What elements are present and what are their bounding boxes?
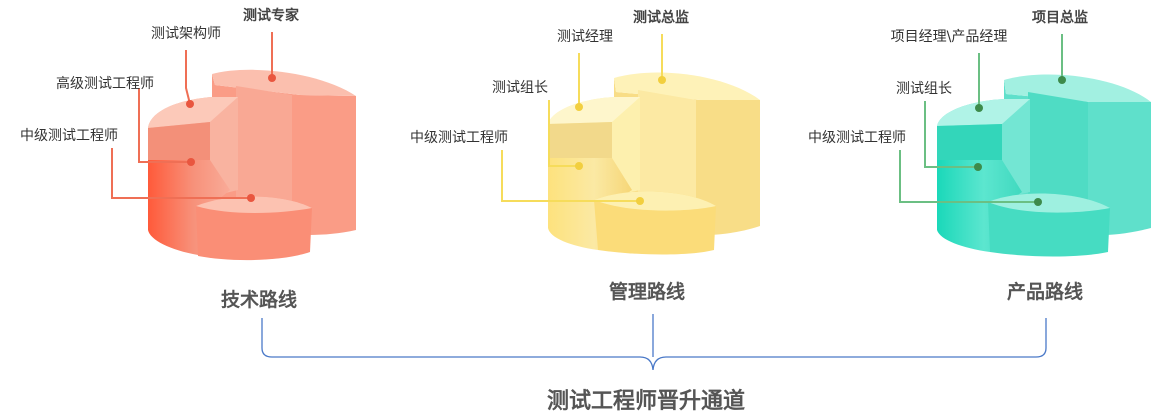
bottom-brace bbox=[261, 318, 1047, 371]
role-marker-dot bbox=[268, 74, 276, 82]
role-label: 中级测试工程师 bbox=[410, 130, 508, 146]
role-marker-dot bbox=[575, 162, 583, 170]
role-label: 测试架构师 bbox=[151, 26, 221, 42]
role-marker-dot bbox=[974, 163, 982, 171]
path-management bbox=[548, 72, 760, 255]
role-marker-dot bbox=[186, 100, 194, 108]
role-marker-dot bbox=[1034, 198, 1042, 206]
role-label: 中级测试工程师 bbox=[808, 130, 906, 146]
role-connector-line bbox=[111, 148, 251, 199]
role-label: 中级测试工程师 bbox=[20, 128, 118, 144]
role-connector-line bbox=[138, 88, 191, 163]
role-marker-dot bbox=[658, 76, 666, 84]
role-connector-line bbox=[185, 50, 191, 105]
tech-cylinder-graphic bbox=[148, 69, 356, 261]
management-cylinder-graphic bbox=[548, 72, 760, 255]
role-label: 项目经理\产品经理 bbox=[891, 29, 1008, 45]
role-connector-line bbox=[548, 100, 579, 167]
role-label: 测试组长 bbox=[492, 80, 548, 96]
role-marker-dot bbox=[187, 158, 195, 166]
role-connector-line bbox=[924, 101, 978, 168]
path-name-label: 管理路线 bbox=[609, 280, 685, 303]
role-marker-dot bbox=[975, 104, 983, 112]
role-marker-dot bbox=[636, 197, 644, 205]
diagram-title: 测试工程师晋升通道 bbox=[547, 388, 745, 414]
role-connector-line bbox=[899, 150, 1038, 203]
role-marker-dot bbox=[1058, 76, 1066, 84]
role-label: 测试专家 bbox=[243, 7, 300, 24]
role-label: 项目总监 bbox=[1032, 9, 1088, 26]
role-connector-line bbox=[501, 150, 640, 202]
labels-layer: 测试专家测试架构师高级测试工程师中级测试工程师技术路线测试总监测试经理测试组长中… bbox=[20, 7, 1088, 311]
role-label: 测试经理 bbox=[557, 29, 613, 45]
role-label: 测试组长 bbox=[896, 81, 952, 97]
role-label: 高级测试工程师 bbox=[56, 75, 154, 92]
product-cylinder-graphic bbox=[937, 74, 1151, 257]
path-tech bbox=[148, 69, 356, 261]
path-name-label: 产品路线 bbox=[1007, 280, 1083, 303]
path-product bbox=[937, 74, 1151, 257]
path-name-label: 技术路线 bbox=[221, 288, 297, 311]
role-label: 测试总监 bbox=[633, 9, 689, 26]
role-marker-dot bbox=[575, 103, 583, 111]
role-marker-dot bbox=[247, 194, 255, 202]
